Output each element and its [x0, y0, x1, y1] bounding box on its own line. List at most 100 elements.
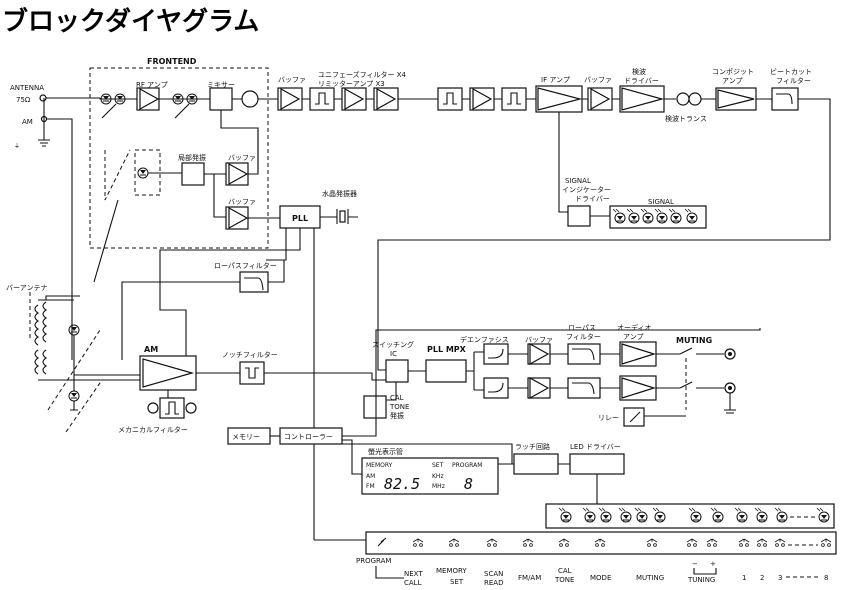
beatcut-label-1: ビートカット: [770, 67, 812, 76]
led-strip: [545, 503, 835, 529]
cal-tone-block: [363, 395, 387, 419]
signal-label: SIGNAL: [648, 198, 674, 206]
key-label-minus: −: [692, 560, 698, 568]
beatcut-label-2: フィルター: [776, 76, 811, 85]
audio-amp-r: [619, 375, 657, 401]
antenna-label: ANTENNA: [10, 84, 44, 92]
svg-text:⏚: ⏚: [14, 143, 20, 150]
key-label-muting: MUTING: [636, 574, 664, 582]
lowpass2-label-2: フィルター: [566, 332, 601, 341]
memory-label: メモリー: [232, 433, 260, 441]
disp-program: PROGRAM: [452, 462, 482, 469]
local-osc-block: [181, 162, 205, 186]
lowpass-l: [567, 343, 601, 365]
buffer-label-4: バッファ: [584, 76, 612, 84]
bar-varactor-icon: [68, 324, 80, 336]
notch-block: [239, 361, 265, 385]
beatcut-filter-block: [771, 87, 799, 111]
deemphasis-l: [483, 343, 509, 365]
composite-label-2: アンプ: [722, 77, 743, 85]
muting-label: MUTING: [676, 336, 712, 345]
key-label-1: 1: [742, 574, 746, 582]
key-label-8: 8: [824, 574, 828, 582]
rf-amp-label: RF アンプ: [136, 81, 168, 89]
bar-varactor-icon: [68, 390, 80, 402]
disp-channel: 8: [464, 475, 473, 493]
cal-label-3: 発振: [390, 411, 404, 420]
frontend-label: FRONTEND: [147, 57, 197, 66]
det-driver-label-2: ドライバー: [624, 77, 659, 85]
mech-filter-label: メカニカルフィルター: [118, 425, 188, 434]
crystal-label: 水晶発振器: [322, 189, 357, 198]
ground-icon: [38, 98, 50, 147]
if-filter-icon: [241, 90, 259, 108]
fluorescent-label: 螢光表示管: [368, 447, 403, 456]
cal-label-2: TONE: [389, 403, 409, 411]
audio-amp-label-1: オーディオ: [617, 323, 652, 332]
buffer-label-1: バッファ: [228, 154, 256, 162]
crystal-icon: [339, 210, 346, 223]
am-block-label: AM: [144, 345, 158, 354]
composite-label-1: コンポジット: [712, 68, 754, 76]
mixer-label: ミキサー: [207, 81, 235, 89]
relay-block: [623, 407, 645, 427]
deemphasis-label: デエンファシス: [460, 335, 509, 344]
am-input-label: AM: [22, 118, 33, 126]
key-strip: [365, 531, 837, 555]
lowpass-r: [567, 377, 601, 399]
led-driver-label: LED ドライバー: [570, 443, 621, 451]
key-label-tone: TONE: [554, 576, 574, 584]
switching-label-2: IC: [390, 350, 397, 358]
disp-khz: KHz: [432, 473, 444, 480]
notch-label: ノッチフィルター: [222, 350, 278, 359]
buffer-r: [527, 377, 551, 399]
audio-amp-label-2: アンプ: [623, 333, 644, 341]
disp-set: SET: [432, 462, 444, 469]
buffer-l: [527, 343, 551, 365]
key-label-cal: CAL: [558, 567, 572, 575]
bar-antenna-label: バーアンテナ: [6, 284, 47, 292]
if-amp-label: IF アンプ: [541, 76, 570, 84]
signal-ind-label-2: インジケーター: [562, 185, 611, 194]
osc-subbox: [134, 149, 161, 196]
latch-label: ラッチ回路: [515, 442, 550, 451]
disp-frequency: 82.5: [384, 475, 420, 493]
lowpass2-label-1: ローパス: [568, 324, 596, 332]
switching-label-1: スイッチング: [372, 340, 414, 349]
uniphase-label: ユニフェーズフィルター X4: [318, 70, 407, 79]
key-label-fm-am: FM/AM: [518, 574, 541, 582]
disp-am: AM: [366, 473, 375, 480]
limiter-label: リミッターアンプ X3: [318, 79, 385, 88]
local-osc-label: 局部発振: [178, 153, 206, 162]
signal-ind-label-3: ドライバー: [575, 195, 610, 203]
key-label-2: 2: [760, 574, 764, 582]
det-trans-icon: [676, 92, 690, 106]
buffer-label-3: バッファ: [278, 76, 306, 84]
antenna-terminal: [39, 94, 47, 102]
cal-label-1: CAL: [390, 394, 404, 402]
uniphase-filter-1: [309, 87, 335, 111]
am-block: [139, 355, 197, 391]
key-label-set: SET: [450, 578, 464, 586]
uniphase-filter-2: [437, 87, 463, 111]
lowpass-label: ローパスフィルター: [214, 261, 277, 270]
key-label-memory: MEMORY: [436, 567, 467, 575]
det-trans-label: 検波トランス: [665, 114, 707, 123]
key-label-read: READ: [484, 579, 503, 587]
disp-fm: FM: [366, 483, 375, 490]
deemphasis-r: [483, 377, 509, 399]
key-label-call: CALL: [404, 579, 422, 587]
latch-block: [513, 453, 559, 475]
signal-ind-label-1: SIGNAL: [565, 177, 591, 185]
disp-memory: MEMORY: [366, 462, 393, 469]
pll-label: PLL: [292, 214, 308, 223]
key-label-scan: SCAN: [484, 570, 503, 578]
program-switch-icon: [377, 537, 387, 547]
lowpass-block: [239, 271, 269, 293]
key-label-tuning: TUNING: [687, 576, 715, 584]
ohm-label: 75Ω: [16, 96, 31, 104]
det-driver-block: [619, 85, 665, 113]
frontend-box: [89, 67, 269, 249]
mixer-block: [209, 87, 233, 111]
